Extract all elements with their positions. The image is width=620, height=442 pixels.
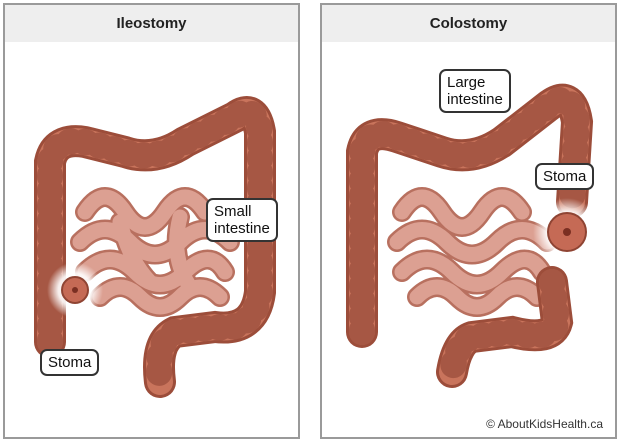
stoma-opening	[72, 287, 78, 293]
colostomy-panel: Colostomy Large intestine Stoma © AboutK…	[320, 3, 617, 439]
ileostomy-illustration	[34, 96, 276, 398]
small-intestine-label: Small intestine	[206, 198, 278, 242]
stoma-label: Stoma	[40, 349, 100, 376]
small-intestine	[70, 187, 240, 317]
large-intestine-label: Large intestine	[439, 69, 511, 113]
small-intestine	[387, 187, 557, 317]
copyright: © AboutKidsHealth.ca	[486, 417, 603, 431]
ileostomy-panel: Ileostomy Small intestine Stoma	[3, 3, 300, 439]
panel-title: Ileostomy	[5, 5, 298, 42]
large-intestine	[346, 83, 594, 388]
stoma-opening	[563, 228, 571, 236]
panel-title: Colostomy	[322, 5, 615, 42]
stoma-label: Stoma	[535, 163, 595, 190]
colostomy-illustration	[346, 83, 601, 388]
large-intestine	[34, 96, 276, 398]
